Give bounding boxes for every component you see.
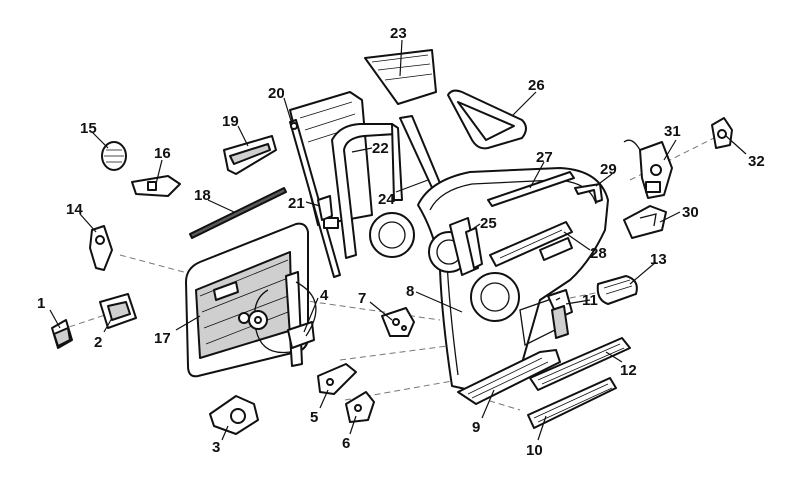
callout-11: 11 — [582, 292, 598, 309]
belt-moulding-27 — [487, 171, 575, 207]
callout-5: 5 — [310, 409, 318, 426]
callout-8: 8 — [406, 283, 414, 300]
window-channel-22 — [331, 123, 403, 259]
callout-31: 31 — [664, 123, 681, 140]
callout-13: 13 — [650, 251, 667, 268]
callout-28: 28 — [590, 245, 607, 262]
callout-32: 32 — [748, 153, 765, 170]
callout-23: 23 — [390, 25, 407, 42]
callout-24: 24 — [378, 191, 395, 208]
inner-belt-28 — [489, 221, 573, 267]
callout-7: 7 — [358, 290, 366, 307]
release-handle-14 — [89, 225, 113, 271]
callout-25: 25 — [480, 215, 497, 232]
lower-moulding-10 — [527, 377, 617, 429]
handle-bracket-30 — [623, 205, 667, 239]
switch-housing-2 — [99, 293, 137, 329]
striker-32 — [711, 117, 733, 149]
callout-6: 6 — [342, 435, 350, 452]
quarter-glass-23 — [364, 49, 437, 105]
hinge-plate-7 — [381, 307, 415, 337]
bracket-16 — [131, 175, 181, 197]
motor-3 — [209, 395, 259, 435]
hinge-6 — [345, 391, 375, 423]
callout-18: 18 — [194, 187, 211, 204]
callout-12: 12 — [620, 362, 637, 379]
outer-handle-13 — [596, 275, 638, 305]
door-lock-31 — [623, 139, 673, 199]
callout-17: 17 — [154, 330, 171, 347]
callout-10: 10 — [526, 442, 543, 459]
hinge-5 — [317, 363, 357, 395]
callout-19: 19 — [222, 113, 239, 130]
window-rail-20 — [289, 119, 341, 278]
trim-29 — [574, 183, 603, 203]
callout-27: 27 — [536, 149, 553, 166]
quarter-seal-26 — [447, 89, 527, 150]
hinge-11 — [547, 289, 573, 339]
callout-labels: 1 2 3 4 5 6 7 8 9 10 11 12 13 14 15 16 1… — [37, 25, 765, 459]
callout-9: 9 — [472, 419, 480, 436]
callout-26: 26 — [528, 77, 545, 94]
callout-29: 29 — [600, 161, 617, 178]
cover-15 — [101, 141, 127, 171]
callout-20: 20 — [268, 85, 285, 102]
guide-21 — [317, 195, 333, 221]
cap-1 — [51, 319, 73, 349]
window-regulator-4 — [248, 271, 317, 367]
speaker-ring — [369, 212, 415, 258]
callout-15: 15 — [80, 120, 97, 137]
callout-14: 14 — [66, 201, 83, 218]
callout-22: 22 — [372, 140, 389, 157]
callout-21: 21 — [288, 195, 305, 212]
callout-4: 4 — [320, 287, 329, 304]
callout-16: 16 — [154, 145, 171, 162]
sill-moulding-12 — [529, 337, 631, 391]
rod-18 — [189, 187, 287, 239]
callout-1: 1 — [37, 295, 45, 312]
pocket-19 — [223, 135, 277, 175]
division-channel-24 — [399, 115, 443, 193]
scuff-plate-9 — [457, 349, 561, 405]
door-trim-panel-17 — [185, 222, 309, 378]
callout-30: 30 — [682, 204, 699, 221]
callout-2: 2 — [94, 334, 102, 351]
callout-3: 3 — [212, 439, 220, 456]
leader-lines — [49, 39, 747, 441]
